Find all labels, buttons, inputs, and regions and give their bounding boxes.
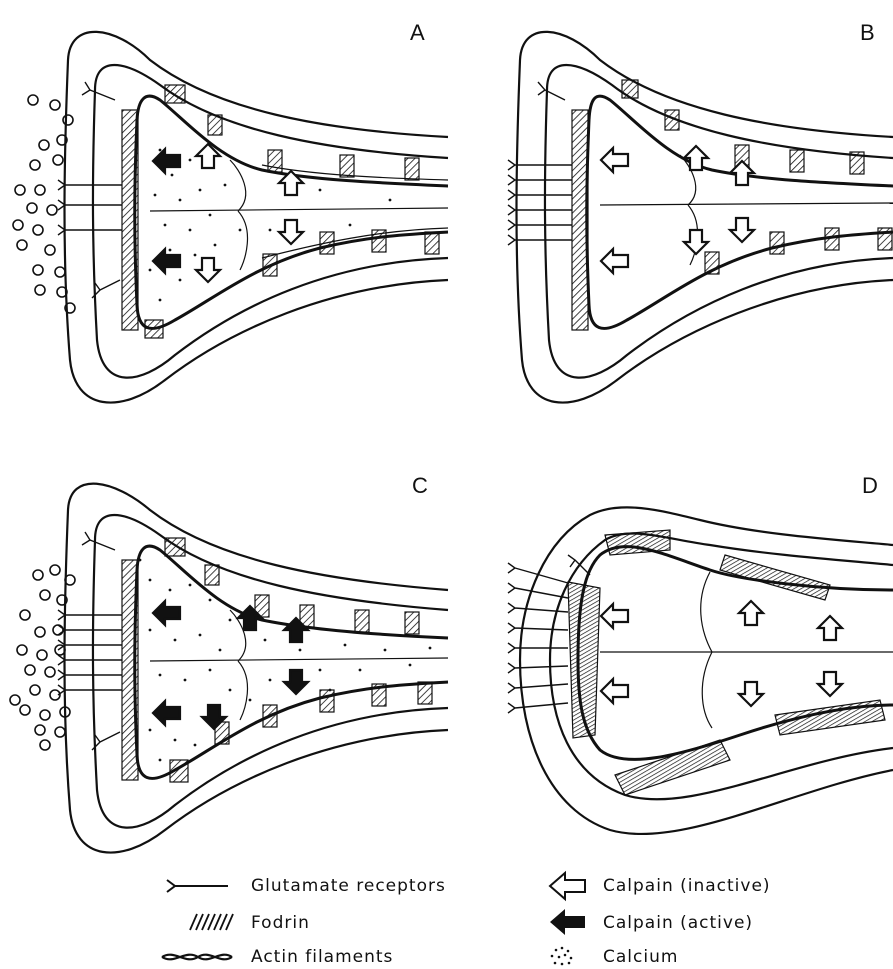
legend-label: Fodrin — [251, 913, 310, 933]
actin-filament-icon — [162, 955, 232, 960]
legend-label: Calcium — [603, 947, 678, 967]
legend-label: Calpain (active) — [603, 913, 753, 933]
legend-calpain-active: Calpain (active) — [603, 911, 753, 935]
legend-glutamate-receptors: Glutamate receptors — [251, 874, 446, 898]
legend-label: Actin filaments — [251, 947, 393, 967]
legend-fodrin: Fodrin — [251, 911, 310, 935]
panel-d-label: D — [862, 473, 878, 499]
panel-b-label: B — [860, 20, 875, 46]
glutamate-receptor-icon — [167, 880, 228, 892]
legend-label: Glutamate receptors — [251, 876, 446, 896]
fodrin-hatch-icon — [190, 914, 233, 930]
calcium-dots-icon — [551, 947, 573, 966]
panel-d — [508, 507, 893, 834]
fodrin-blocks — [122, 85, 439, 338]
panel-c — [10, 484, 448, 853]
actin-filaments — [135, 96, 448, 328]
legend-label: Calpain (inactive) — [603, 876, 771, 896]
legend-calpain-inactive: Calpain (inactive) — [603, 874, 771, 898]
open-arrow-icon — [550, 873, 585, 899]
legend-calcium: Calcium — [603, 945, 678, 969]
panel-a — [13, 32, 448, 403]
filled-arrow-icon — [550, 909, 585, 935]
legend-actin-filaments: Actin filaments — [251, 945, 393, 969]
panel-c-label: C — [412, 473, 428, 499]
panel-a-label: A — [410, 20, 425, 46]
panel-b — [508, 32, 893, 403]
